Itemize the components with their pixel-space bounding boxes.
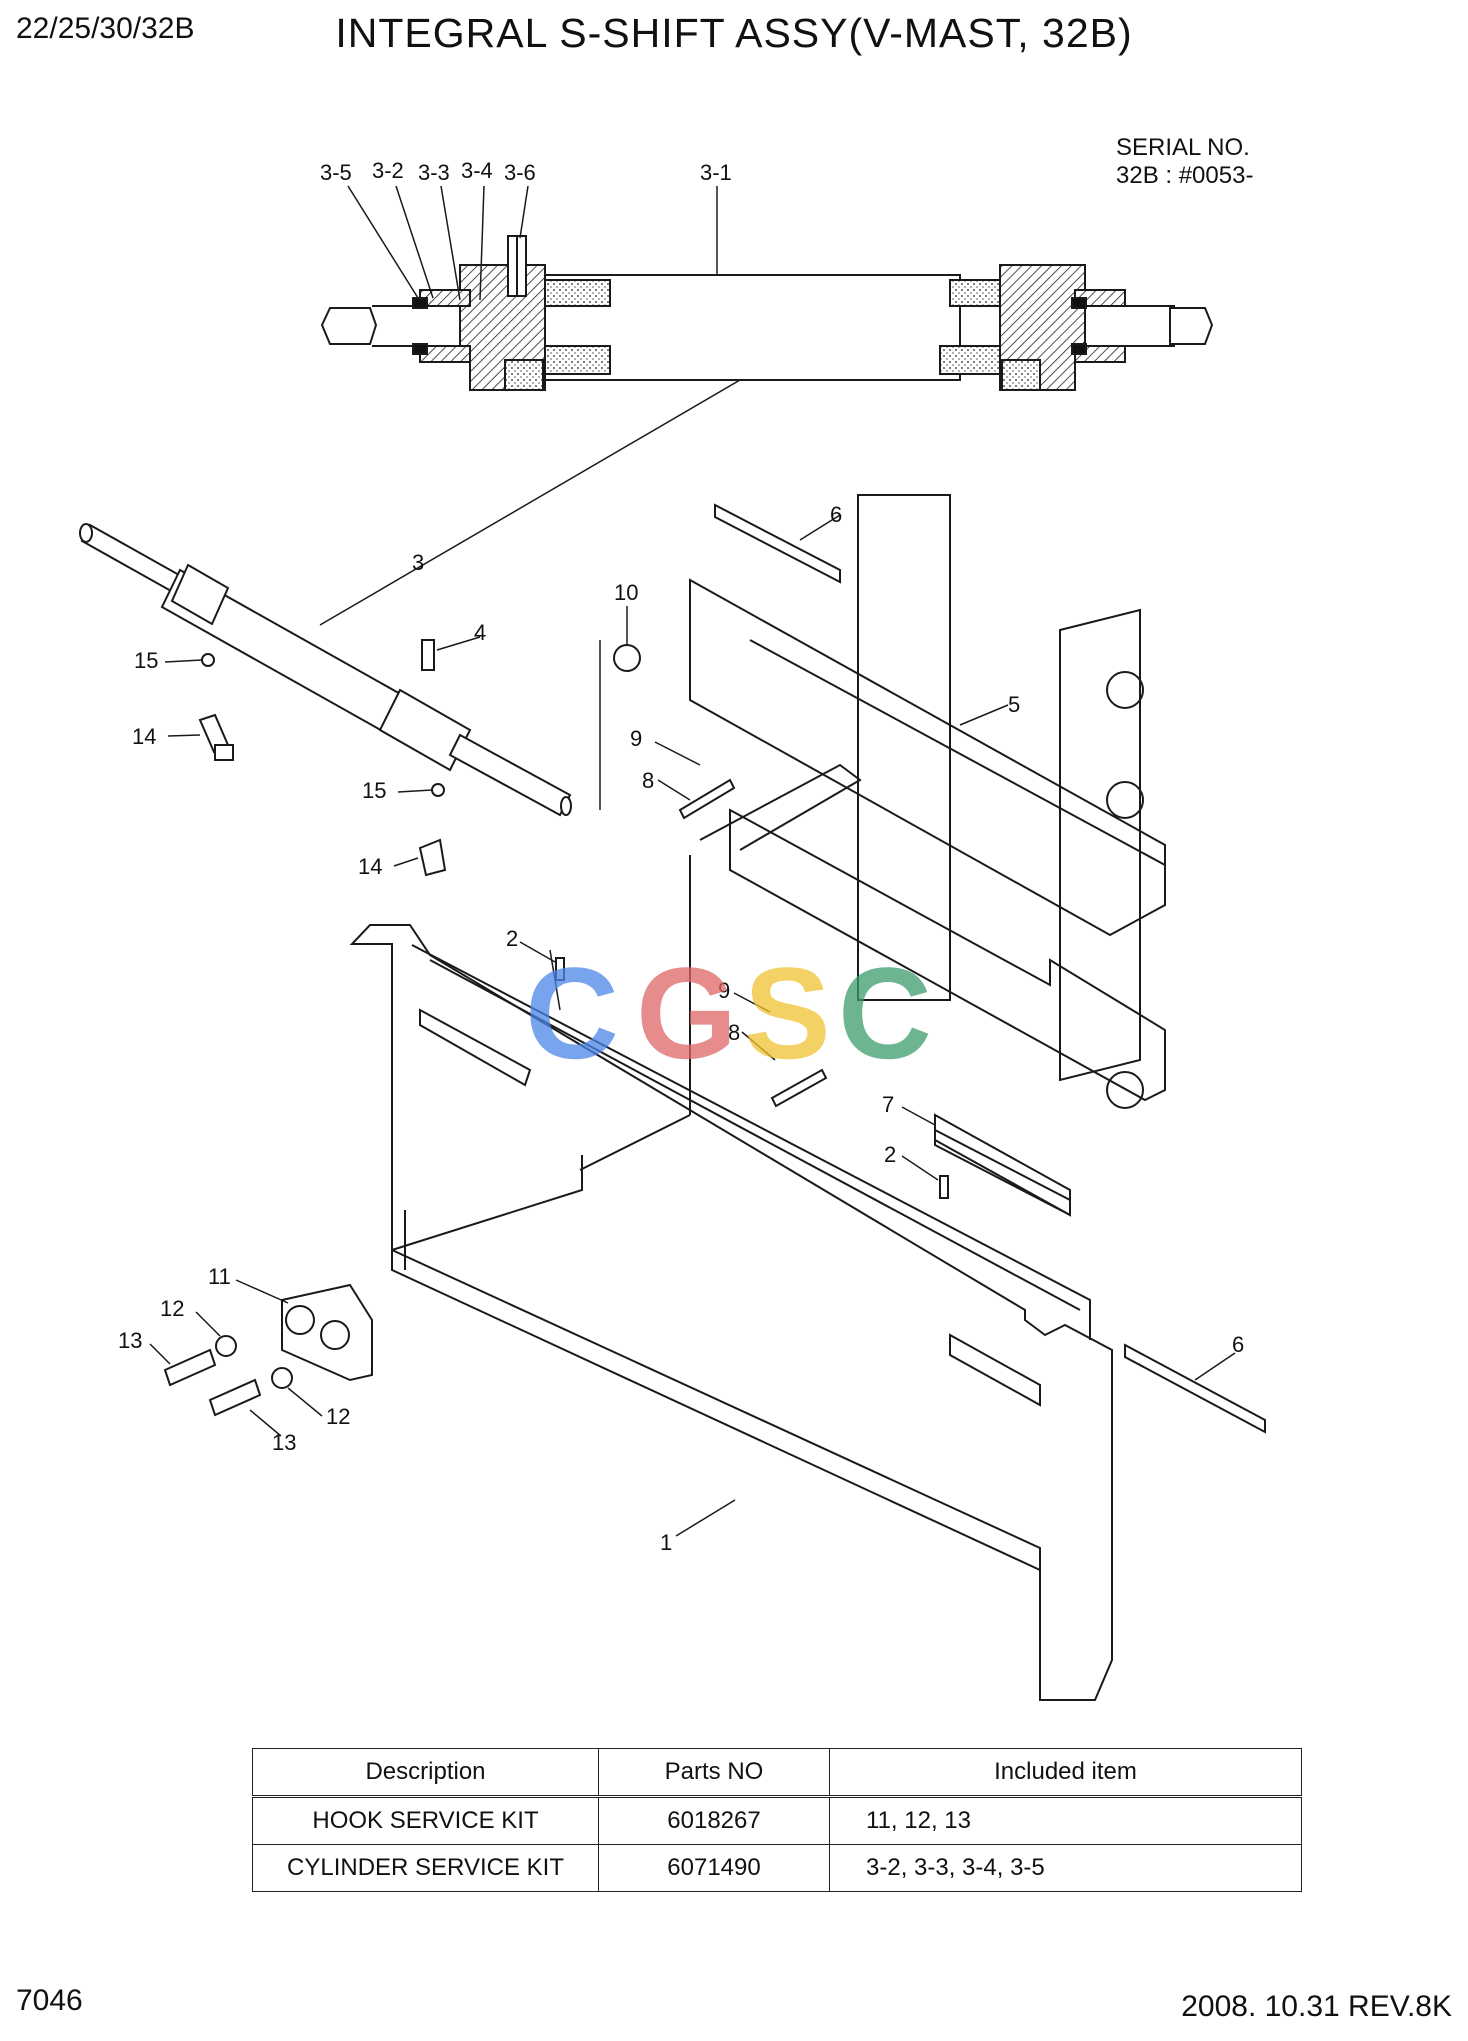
row-description: HOOK SERVICE KIT xyxy=(252,1796,599,1845)
callout-6a: 6 xyxy=(830,502,842,527)
callout-9a: 9 xyxy=(630,726,642,751)
callout-14b: 14 xyxy=(358,854,382,879)
callout-3-2: 3-2 xyxy=(372,158,404,183)
row-included-item: 11, 12, 13 xyxy=(829,1796,1302,1845)
callout-12a: 12 xyxy=(160,1296,184,1321)
callout-8b: 8 xyxy=(728,1020,740,1045)
callout-13a: 13 xyxy=(118,1328,142,1353)
watermark-letter-2: G xyxy=(636,940,737,1086)
watermark-letter-1: C xyxy=(525,940,619,1086)
callout-10: 10 xyxy=(614,580,638,605)
callout-3-3: 3-3 xyxy=(418,160,450,185)
callout-5: 5 xyxy=(1008,692,1020,717)
callout-2a: 2 xyxy=(506,926,518,951)
callout-6b: 6 xyxy=(1232,1332,1244,1357)
cylinder-section-view xyxy=(320,235,1214,391)
callout-7: 7 xyxy=(882,1092,894,1117)
leader-lines xyxy=(149,185,1236,1537)
callout-15b: 15 xyxy=(362,778,386,803)
callout-12b: 12 xyxy=(326,1404,350,1429)
callout-3-4: 3-4 xyxy=(461,158,493,183)
cylinder-assembly xyxy=(79,523,572,877)
callout-15a: 15 xyxy=(134,648,158,673)
serial-number-note: SERIAL NO. 32B : #0053- xyxy=(1116,134,1253,190)
page-title: INTEGRAL S-SHIFT ASSY(V-MAST, 32B) xyxy=(335,10,1133,56)
watermark-logo: C G S C xyxy=(525,940,932,1086)
row-parts-no: 6018267 xyxy=(598,1796,830,1845)
callout-3-1: 3-1 xyxy=(700,160,732,185)
callout-11: 11 xyxy=(208,1264,231,1289)
column-header-included-item: Included item xyxy=(829,1748,1302,1797)
callout-3: 3 xyxy=(412,550,424,575)
callout-1: 1 xyxy=(660,1530,672,1555)
mounting-frame xyxy=(163,494,1266,1701)
column-header-description: Description xyxy=(252,1748,599,1797)
table-row: CYLINDER SERVICE KIT 6071490 3-2, 3-3, 3… xyxy=(252,1844,1302,1892)
revision-date: 2008. 10.31 REV.8K xyxy=(1181,1990,1452,2023)
row-included-item: 3-2, 3-3, 3-4, 3-5 xyxy=(829,1844,1302,1892)
column-header-parts-no: Parts NO xyxy=(598,1748,830,1797)
callout-3-5: 3-5 xyxy=(320,160,352,185)
table-row: HOOK SERVICE KIT 6018267 11, 12, 13 xyxy=(252,1796,1302,1845)
model-code: 22/25/30/32B xyxy=(16,12,195,45)
exploded-parts-diagram: 3-5 3-2 3-3 3-4 3-6 3-1 3 4 15 14 15 14 … xyxy=(79,158,1266,1701)
watermark-letter-3: S xyxy=(744,940,831,1086)
serial-label: SERIAL NO. xyxy=(1116,134,1250,161)
callout-9b: 9 xyxy=(718,978,730,1003)
callout-3-6: 3-6 xyxy=(504,160,536,185)
table-header-row: Description Parts NO Included item xyxy=(252,1748,1302,1797)
callout-14a: 14 xyxy=(132,724,156,749)
callout-13b: 13 xyxy=(272,1430,296,1455)
callout-8a: 8 xyxy=(642,768,654,793)
page-number: 7046 xyxy=(16,1984,83,2017)
row-description: CYLINDER SERVICE KIT xyxy=(252,1844,599,1892)
callout-2b: 2 xyxy=(884,1142,896,1167)
row-parts-no: 6071490 xyxy=(598,1844,830,1892)
callout-4: 4 xyxy=(474,620,486,645)
watermark-letter-4: C xyxy=(838,940,932,1086)
serial-value: 32B : #0053- xyxy=(1116,162,1254,189)
callout-labels: 3-5 3-2 3-3 3-4 3-6 3-1 3 4 15 14 15 14 … xyxy=(118,158,1244,1555)
service-kit-table: Description Parts NO Included item HOOK … xyxy=(252,1748,1302,1892)
